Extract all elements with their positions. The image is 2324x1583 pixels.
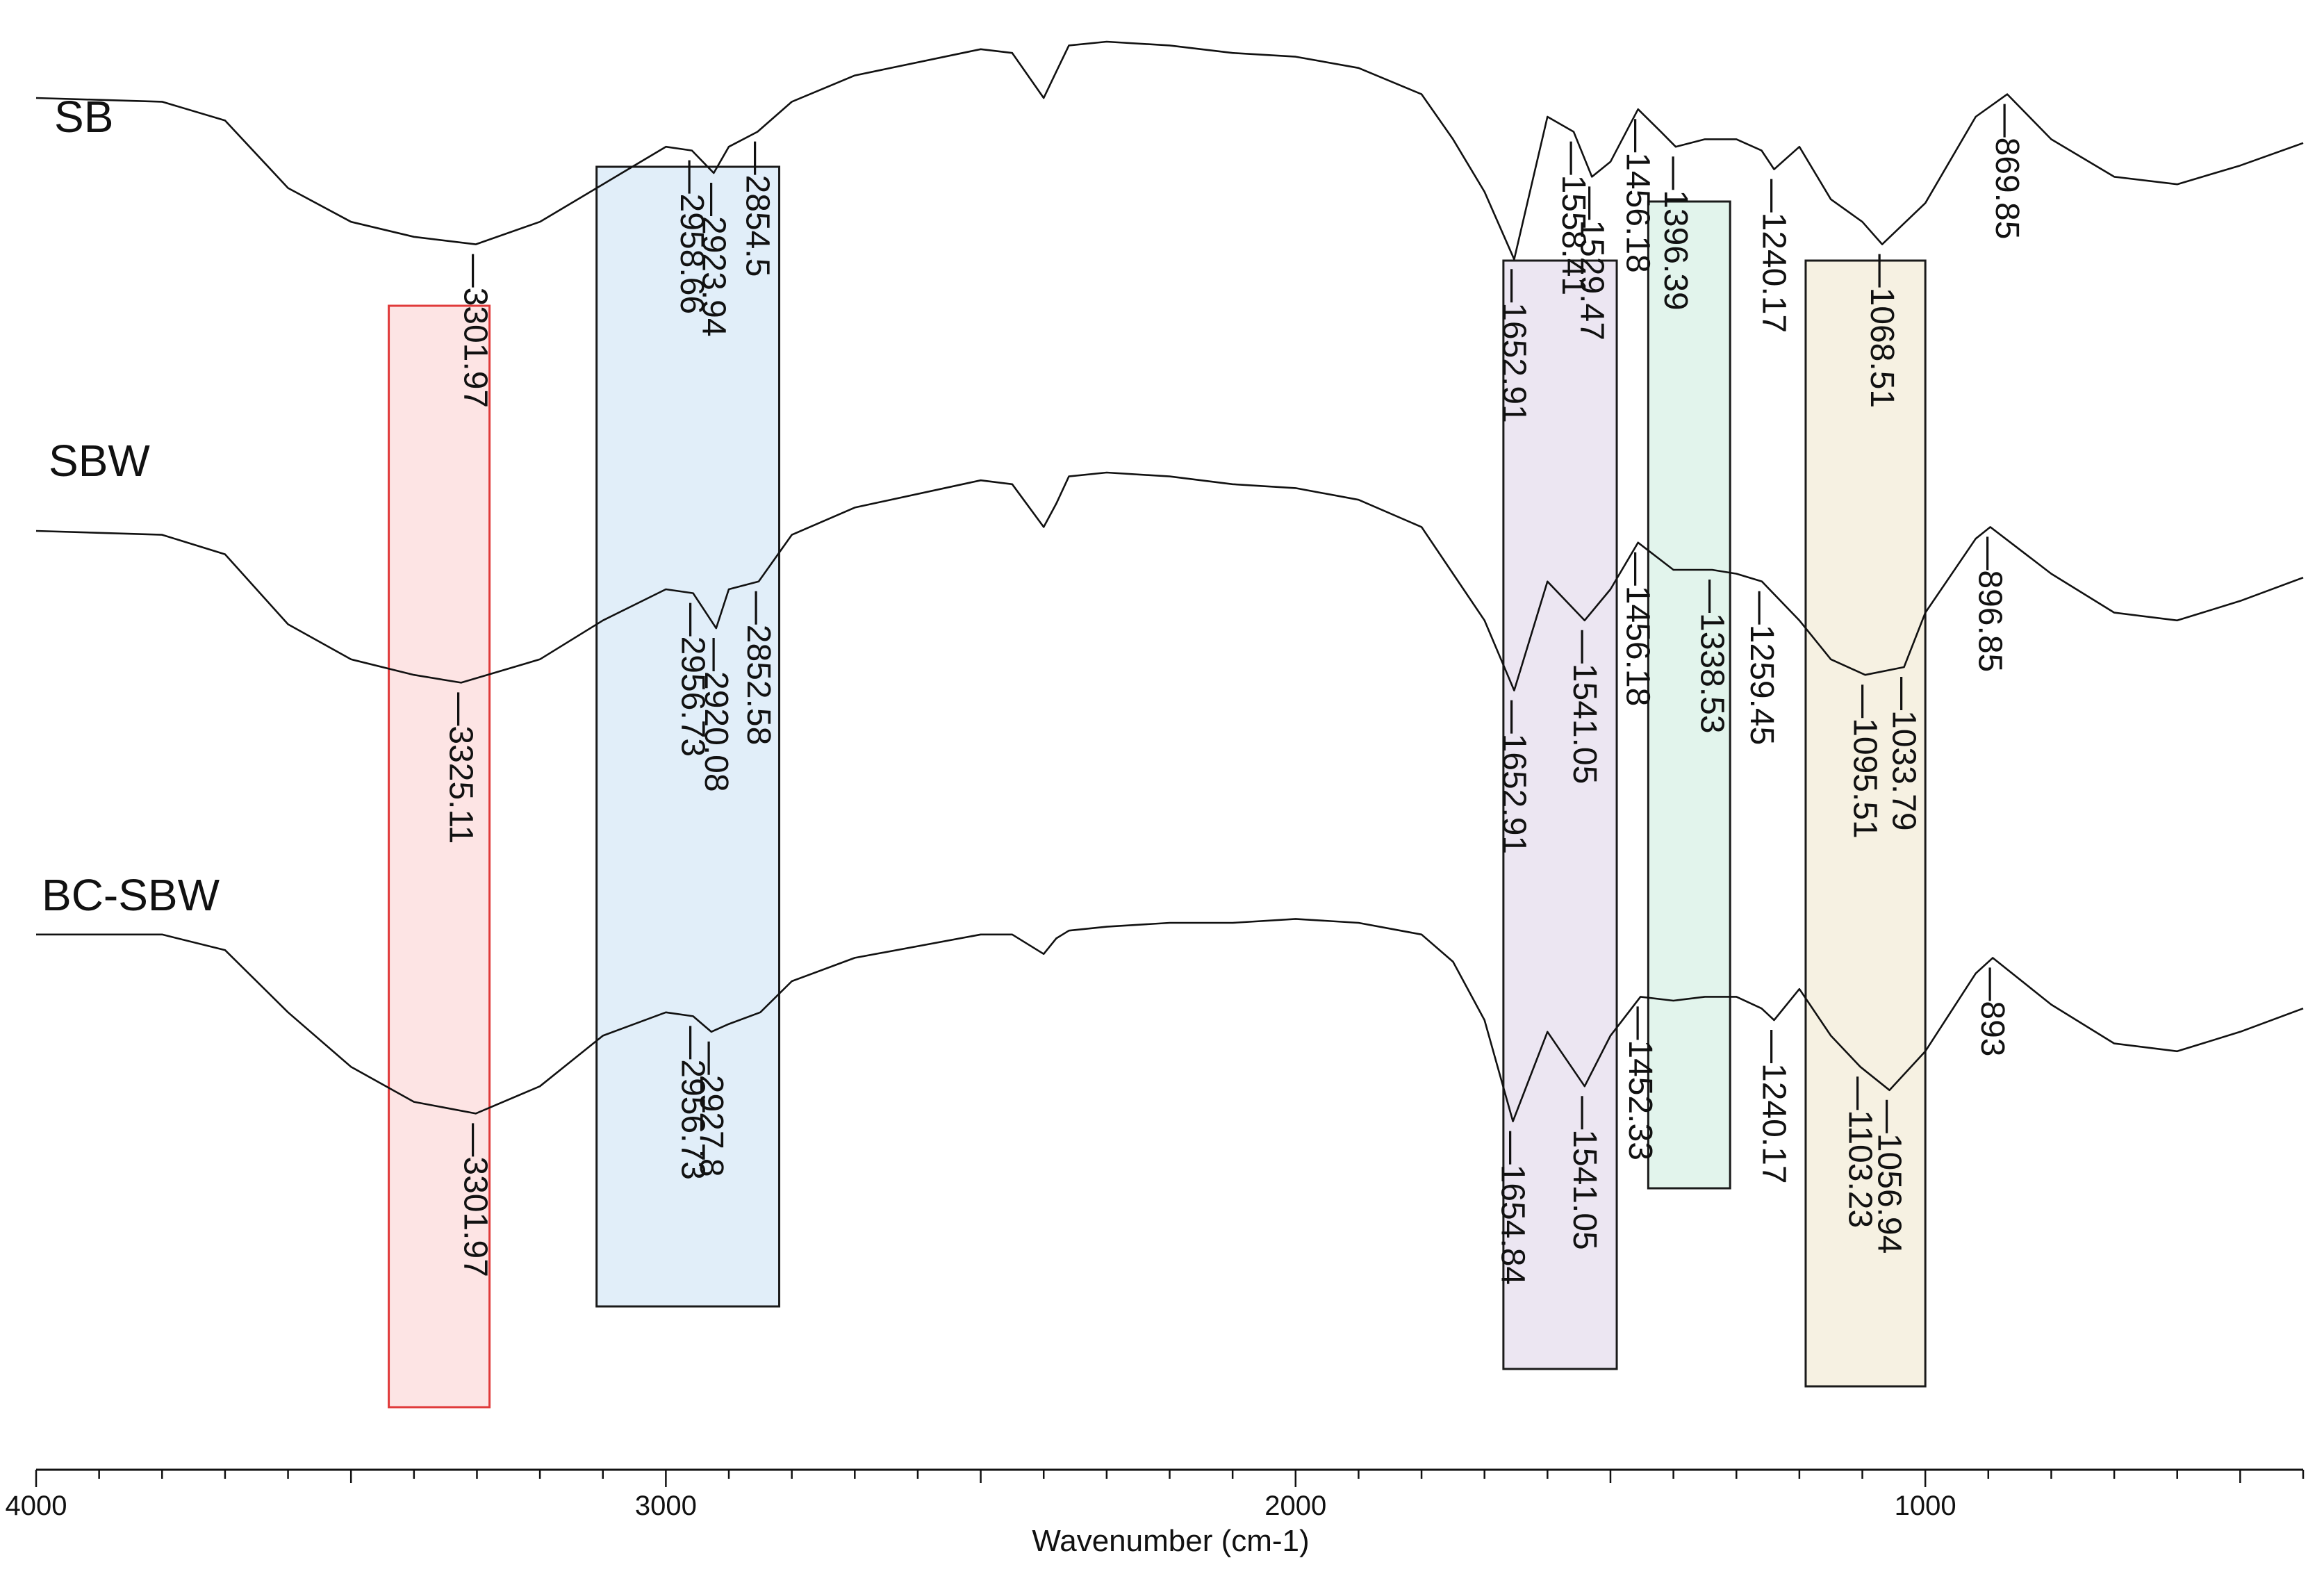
peak-label: —2920.08 (698, 638, 734, 792)
peak-label: —1033.79 (1886, 677, 1922, 831)
peak-label: —1541.05 (1566, 1096, 1603, 1250)
peak-label: —1396.39 (1657, 156, 1694, 311)
highlight-region (1647, 200, 1731, 1190)
highlight-region (1502, 259, 1618, 1370)
peak-label: —1338.53 (1693, 580, 1730, 734)
peak-label: —1240.17 (1756, 179, 1793, 334)
x-tick-label: 1000 (1895, 1491, 1956, 1521)
peak-label: —2927.8 (693, 1042, 730, 1177)
peak-label: —1529.47 (1573, 186, 1610, 341)
peak-label: —896.85 (1972, 536, 2009, 672)
peak-label: —2852.58 (740, 591, 777, 746)
peak-label: —1654.84 (1494, 1131, 1531, 1286)
spectrum-line-sbw (35, 471, 2304, 691)
series-label-sbw: SBW (49, 436, 150, 486)
peak-label: —869.85 (1988, 104, 2025, 240)
highlight-regions (388, 165, 1927, 1409)
peak-label: —1259.45 (1743, 591, 1780, 746)
peak-label: —1541.05 (1566, 630, 1603, 785)
x-axis: 4000 3000 2000 1000 Wavenumber (cm-1) (6, 1468, 2305, 1558)
spectra (35, 40, 2304, 1122)
highlight-region (1804, 259, 1927, 1388)
x-tick-label: 3000 (635, 1491, 697, 1521)
highlight-region (388, 304, 491, 1409)
peak-label: —3325.11 (443, 692, 479, 844)
peak-label: —1652.91 (1495, 269, 1532, 423)
peak-label: —1240.17 (1756, 1030, 1793, 1184)
peak-label: —1103.23 (1842, 1076, 1879, 1228)
peak-label: —1068.51 (1863, 254, 1900, 409)
highlight-region (595, 165, 781, 1308)
peak-label: —1456.18 (1620, 119, 1656, 273)
x-tick-label: 2000 (1264, 1491, 1326, 1521)
peak-label: —1095.51 (1847, 684, 1884, 839)
peak-label: —3301.97 (457, 1123, 494, 1277)
peak-label: —2923.94 (695, 183, 732, 337)
peak-label: —1056.94 (1871, 1100, 1908, 1254)
spectrum-line-sb (35, 40, 2304, 261)
peak-label: —1652.91 (1495, 700, 1532, 855)
peak-label: —1456.18 (1620, 552, 1656, 707)
spectrum-line-bc-sbw (36, 918, 2304, 1122)
x-axis-ticks: 4000 3000 2000 1000 (6, 1470, 2305, 1521)
series-label-sb: SB (54, 92, 113, 142)
x-tick-label: 4000 (6, 1491, 67, 1521)
series-labels: SB SBW BC-SBW (42, 92, 220, 920)
peak-labels: —3301.97 —2958.66—2923.94—2854.5 —1652.91 —… (443, 104, 2025, 1286)
peak-label: —2958.66 (673, 161, 710, 315)
peak-label: —893 (1974, 967, 2011, 1056)
x-axis-title: Wavenumber (cm-1) (1032, 1524, 1309, 1558)
peak-label: —2956.73 (675, 603, 711, 757)
peak-label: —3301.97 (457, 254, 494, 409)
series-label-bc-sbw: BC-SBW (42, 870, 220, 920)
peak-label: —2854.5 (739, 142, 775, 277)
peak-label: —1558.41 (1555, 142, 1592, 296)
peak-label: —1452.33 (1622, 1006, 1658, 1160)
peak-label: —2956.73 (675, 1026, 711, 1180)
